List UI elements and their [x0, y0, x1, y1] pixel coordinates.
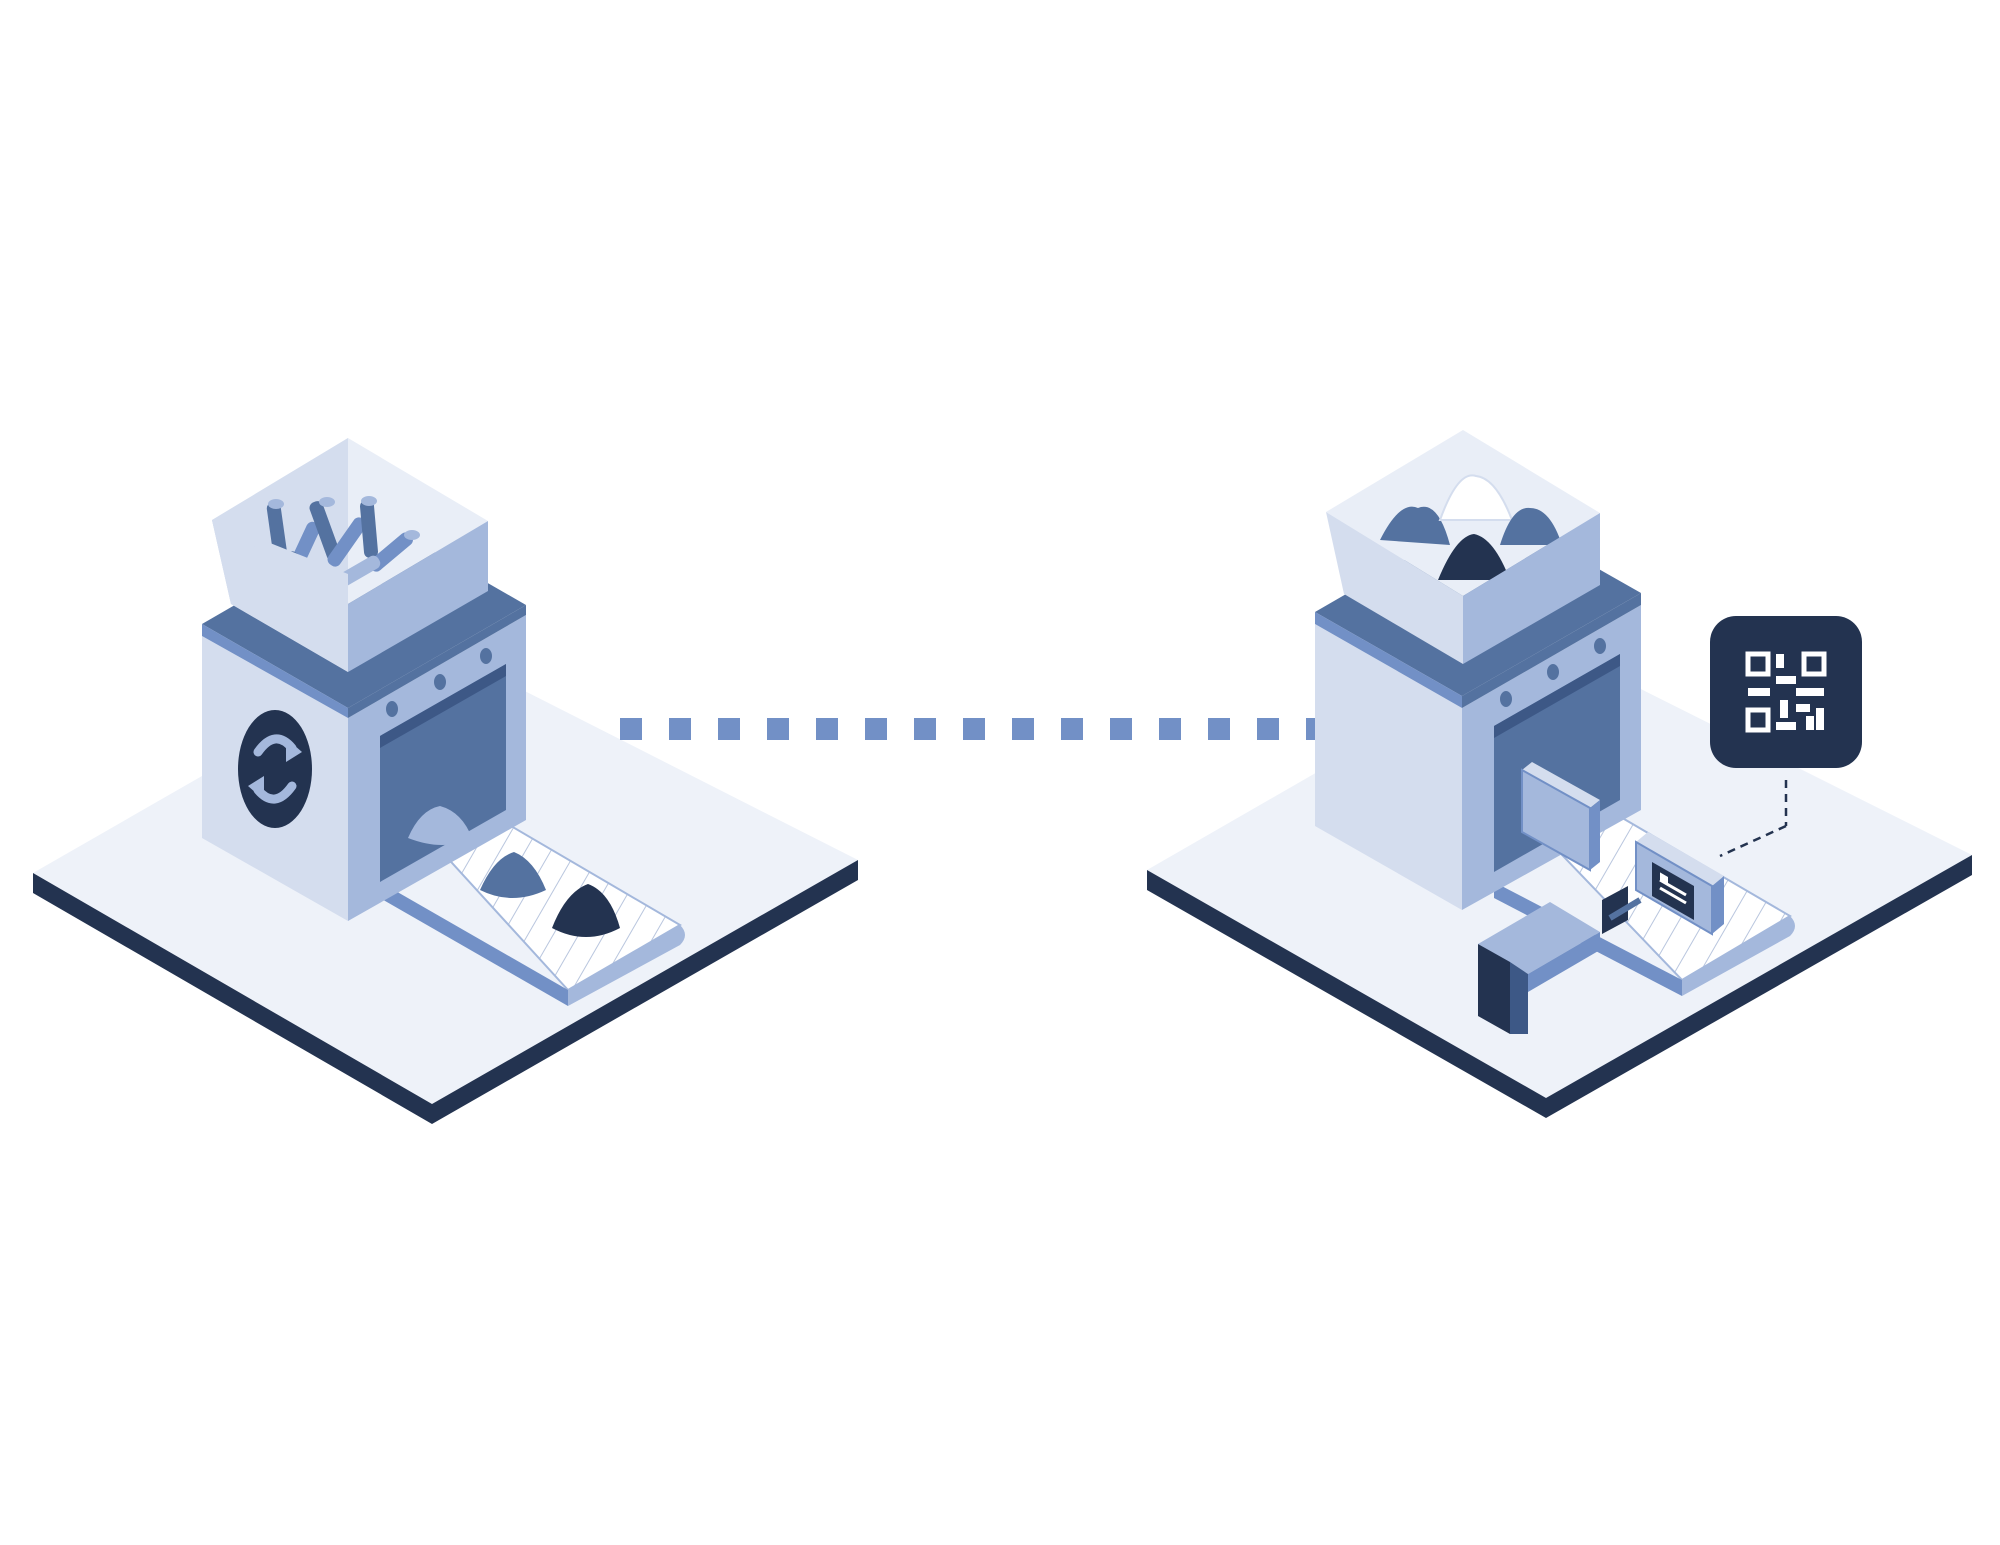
- dotted-connector-line: [620, 718, 1328, 740]
- left-hopper: [212, 438, 488, 672]
- mixed-granules: [1380, 474, 1562, 580]
- light-granules-pile: [408, 806, 472, 845]
- qr-labeled-block: [1635, 832, 1724, 936]
- right-hopper: [1326, 430, 1600, 664]
- mid-granules-pile: [480, 852, 546, 898]
- rivet: [1500, 691, 1512, 707]
- rivet: [1594, 638, 1606, 654]
- qr-stamping-arm: [1478, 886, 1642, 1034]
- rivet: [434, 674, 446, 690]
- rivet: [480, 648, 492, 664]
- dark-granules-pile: [552, 884, 620, 937]
- recycling-station: [33, 438, 1328, 1124]
- production-station: [1147, 430, 1972, 1118]
- qr-code-icon: [1745, 651, 1827, 733]
- qr-label-icon: [1652, 862, 1694, 920]
- recycle-arrows-icon: [238, 710, 312, 828]
- rivet: [1547, 664, 1559, 680]
- rivet: [386, 701, 398, 717]
- finished-block: [1521, 762, 1600, 872]
- qr-code-callout: [1710, 616, 1862, 858]
